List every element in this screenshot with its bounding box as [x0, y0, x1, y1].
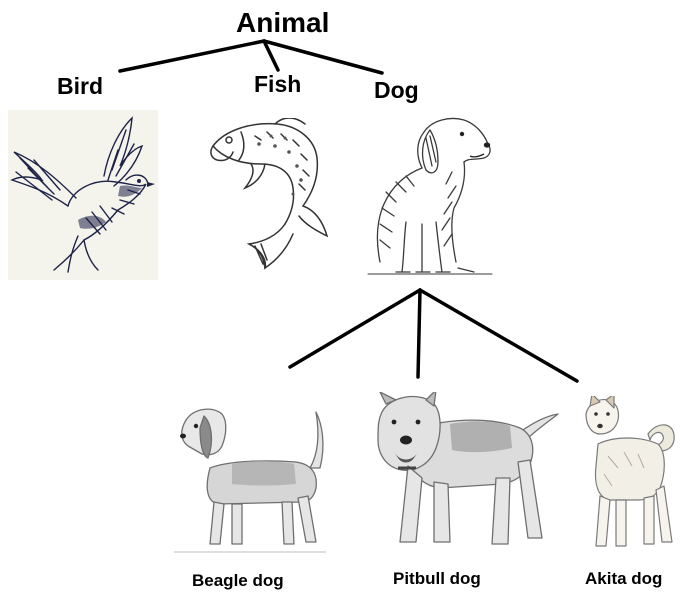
node-label-bird: Bird: [57, 75, 103, 98]
beagle-sketch-icon: [170, 398, 330, 558]
akita-sketch-icon: [578, 396, 680, 556]
root-label-animal: Animal: [236, 9, 329, 37]
edge-animal-dog: [264, 41, 382, 73]
node-label-pitbull: Pitbull dog: [393, 570, 481, 587]
node-label-dog: Dog: [374, 79, 419, 102]
dog-sketch-icon: [366, 112, 494, 278]
fish-sketch-icon: [205, 118, 335, 270]
edge-animal-bird: [120, 41, 264, 71]
pitbull-sketch-icon: [370, 392, 560, 558]
node-label-akita: Akita dog: [585, 570, 662, 587]
node-label-fish: Fish: [254, 73, 301, 96]
node-label-beagle: Beagle dog: [192, 572, 284, 589]
edge-dog-pitbull: [418, 290, 420, 377]
bird-sketch-icon: [8, 110, 158, 280]
edge-dog-akita: [420, 290, 577, 381]
edge-dog-beagle: [290, 290, 420, 367]
